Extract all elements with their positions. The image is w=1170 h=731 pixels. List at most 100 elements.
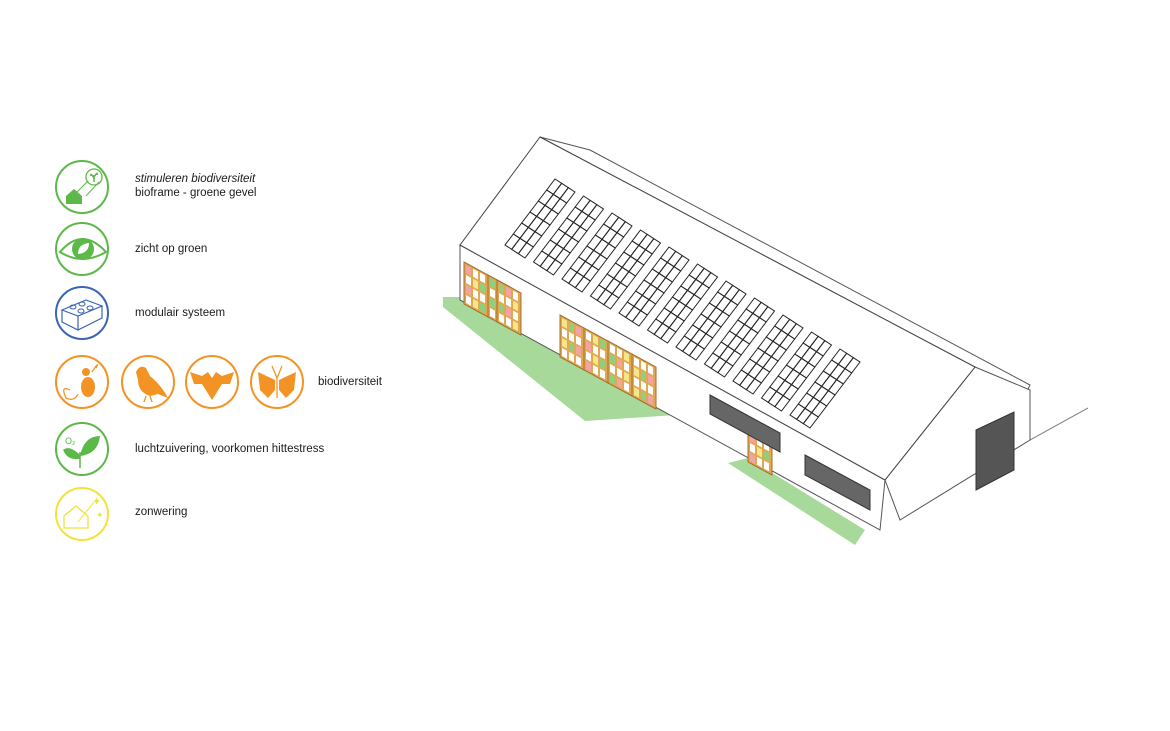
bioframe-cell bbox=[634, 387, 639, 398]
bioframe-cell bbox=[562, 348, 567, 359]
solar-panel bbox=[774, 394, 791, 412]
garage-door bbox=[975, 411, 1015, 491]
bioframe-cell bbox=[641, 390, 646, 402]
bioframe-cell bbox=[576, 325, 581, 337]
svg-text:✦: ✦ bbox=[92, 496, 101, 508]
bioframe-cell bbox=[513, 320, 518, 332]
bioframe-cell bbox=[624, 361, 629, 373]
bioframe-cell bbox=[610, 364, 615, 375]
bird-icon bbox=[121, 355, 175, 409]
bioframe-cell bbox=[466, 295, 471, 306]
bioframe-cell bbox=[610, 374, 615, 385]
bioframe-cell bbox=[593, 364, 598, 376]
bioframe-cell bbox=[600, 368, 605, 380]
bioframe-cell bbox=[624, 351, 629, 363]
bioframe-cell bbox=[473, 268, 478, 280]
bioframe-cell bbox=[617, 357, 622, 369]
bioframe-cell bbox=[569, 341, 574, 353]
bioframe-cell bbox=[648, 364, 653, 376]
bioframe-cell bbox=[750, 443, 755, 454]
bioframe-cell bbox=[513, 300, 518, 312]
bioframe-cell bbox=[750, 453, 755, 464]
bioframe-cell bbox=[490, 288, 495, 299]
legend-label-biodiversity: biodiversiteit bbox=[318, 376, 382, 388]
bioframe-cell bbox=[586, 341, 591, 352]
legend-title-biodiversity: stimuleren biodiversiteit bbox=[135, 173, 256, 185]
solar-panel bbox=[631, 309, 649, 327]
bioframe-cell bbox=[586, 331, 591, 342]
bioframe-cell bbox=[624, 381, 629, 393]
house-plant-icon bbox=[55, 160, 109, 214]
bee-icon bbox=[55, 355, 109, 409]
bioframe-cell bbox=[764, 460, 769, 472]
solar-panel bbox=[745, 377, 763, 395]
grass-strip-right bbox=[728, 458, 865, 545]
window-dark-1 bbox=[709, 394, 781, 453]
bioframe-cell bbox=[757, 446, 762, 458]
solar-panels bbox=[504, 178, 861, 429]
bat-icon bbox=[185, 355, 239, 409]
legend-label-green-view: zicht op groen bbox=[135, 243, 208, 255]
bioframe-cell bbox=[576, 345, 581, 357]
bioframe-cell bbox=[490, 278, 495, 289]
bioframe-cell bbox=[610, 354, 615, 365]
bioframe-cell bbox=[634, 377, 639, 388]
bioframe-cell bbox=[648, 374, 653, 386]
bioframe-cell bbox=[641, 360, 646, 372]
bioframe-cell bbox=[473, 298, 478, 310]
bioframe-cell bbox=[499, 313, 504, 324]
bioframe-cell bbox=[562, 338, 567, 349]
solar-panel bbox=[574, 275, 592, 293]
bioframe-cell bbox=[473, 278, 478, 290]
window-dark-2 bbox=[804, 454, 871, 511]
bioframe-cell bbox=[506, 286, 511, 298]
bioframe-cell bbox=[648, 384, 653, 396]
bioframe-cell bbox=[593, 344, 598, 356]
bioframe-cell bbox=[600, 358, 605, 370]
bioframe-cell bbox=[473, 288, 478, 300]
solar-panel bbox=[660, 326, 677, 344]
bioframe-cell bbox=[648, 394, 653, 406]
svg-text:✦: ✦ bbox=[96, 510, 104, 520]
bioframe-cell bbox=[610, 344, 615, 355]
legend-label-bioframe: bioframe - groene gevel bbox=[135, 187, 257, 199]
bioframe-cell bbox=[569, 321, 574, 333]
solar-panel bbox=[603, 292, 620, 310]
bioframe-cell bbox=[617, 347, 622, 359]
bioframe-cell bbox=[586, 351, 591, 362]
house-sun-icon: ✦ ✦ bbox=[55, 487, 109, 541]
bioframe-cell bbox=[466, 285, 471, 296]
bioframe-cell bbox=[600, 348, 605, 360]
solar-panel bbox=[717, 360, 734, 378]
solar-panel bbox=[802, 411, 820, 429]
legend-label-modular: modulair systeem bbox=[135, 307, 226, 319]
o2-leaf-icon: O₂ bbox=[55, 422, 109, 476]
bioframe-cell bbox=[499, 303, 504, 314]
bioframe-cell bbox=[624, 371, 629, 383]
bioframe-cell bbox=[593, 354, 598, 366]
bioframe-cell bbox=[617, 377, 622, 389]
bioframe-cell bbox=[562, 328, 567, 339]
bioframe-cell bbox=[480, 292, 485, 304]
solar-panel bbox=[517, 241, 535, 259]
building-isometric bbox=[443, 136, 1089, 545]
eye-leaf-icon bbox=[55, 222, 109, 276]
bioframe-cell bbox=[757, 456, 762, 468]
lego-brick-icon bbox=[55, 286, 109, 340]
bioframe-cell bbox=[506, 296, 511, 308]
bioframe-cell bbox=[499, 283, 504, 294]
bioframe-cell bbox=[641, 380, 646, 392]
bioframe-cell bbox=[513, 310, 518, 322]
legend-label-sun-shading: zonwering bbox=[135, 506, 188, 518]
bioframe-cell bbox=[480, 302, 485, 314]
bioframe-cell bbox=[634, 357, 639, 368]
legend-item-bioframe: stimuleren biodiversiteit bioframe - gro… bbox=[135, 172, 256, 200]
bioframe-cell bbox=[490, 298, 495, 309]
bioframe-cell bbox=[562, 318, 567, 329]
bioframe-cell bbox=[600, 338, 605, 350]
bioframe-cell bbox=[499, 293, 504, 304]
bioframe-cell bbox=[586, 361, 591, 372]
bioframe-cell bbox=[513, 290, 518, 302]
bioframe-cell bbox=[466, 275, 471, 286]
